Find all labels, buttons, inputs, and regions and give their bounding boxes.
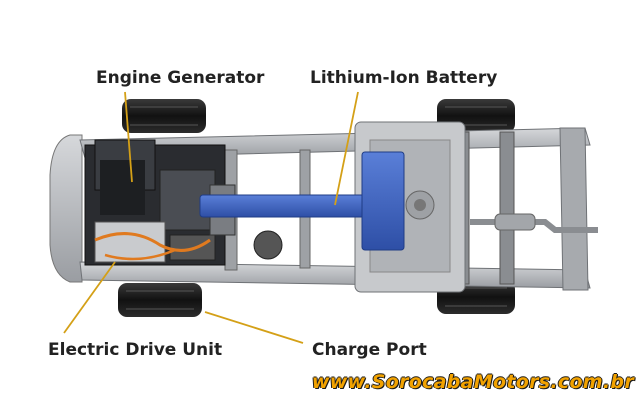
tire-front-top <box>122 99 206 133</box>
engine-generator-label: Engine Generator <box>96 68 265 88</box>
battery-leader <box>334 91 359 206</box>
front-bumper <box>49 134 83 283</box>
lithium-ion-battery-pack <box>199 151 405 251</box>
exhaust-pipe <box>470 213 598 233</box>
lithium-ion-battery-label: Lithium-Ion Battery <box>310 68 498 88</box>
charge-port-leader <box>204 311 304 344</box>
charge-port-label: Charge Port <box>312 340 427 360</box>
electric-drive-unit-label: Electric Drive Unit <box>48 340 223 360</box>
electric-drive-unit-leader <box>63 261 116 334</box>
leader-lines <box>63 91 359 344</box>
website-watermark: www.SorocabaMotors.com.br <box>311 371 634 393</box>
engine-generator-leader <box>124 91 133 183</box>
tire-front-bottom <box>118 283 202 317</box>
